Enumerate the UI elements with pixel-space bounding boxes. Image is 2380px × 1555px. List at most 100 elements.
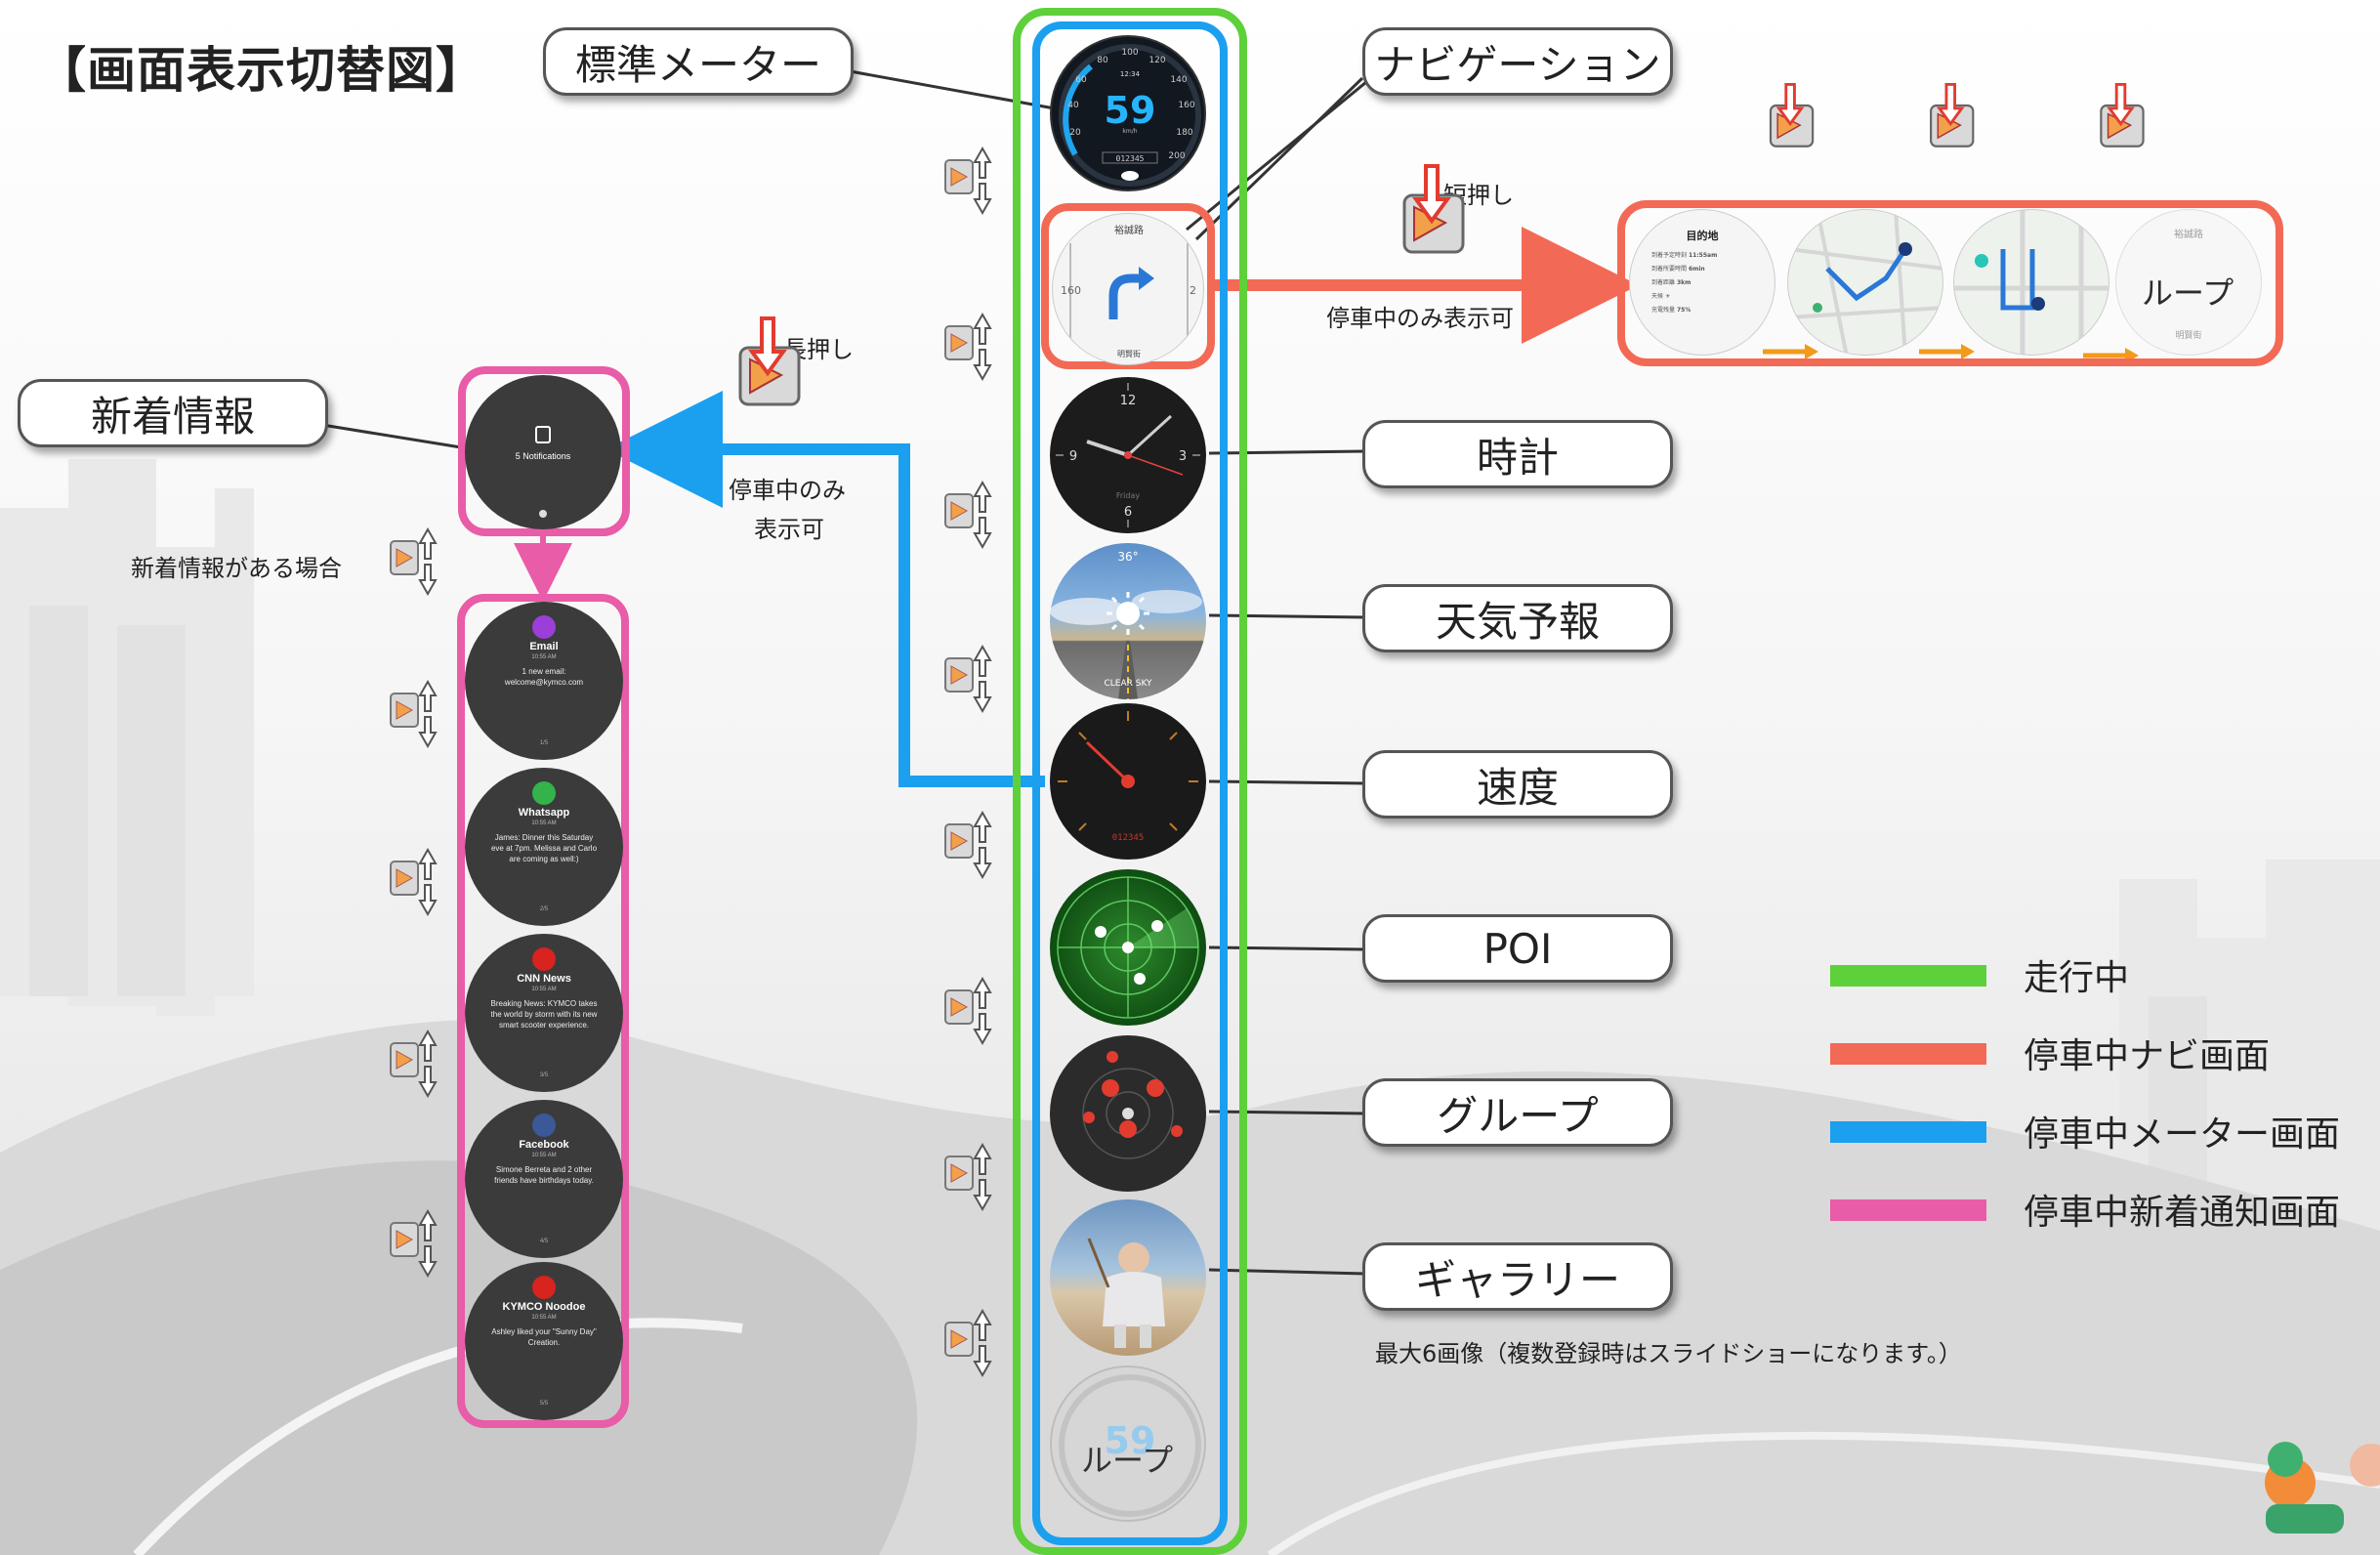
dial-poi[interactable] bbox=[1050, 869, 1206, 1026]
clock-day: Friday bbox=[1116, 491, 1141, 500]
nav-detail-map-2[interactable] bbox=[1953, 209, 2109, 356]
nav-street-top: 裕誠路 bbox=[1114, 224, 1144, 236]
nav-detail-loop: 裕誠路 ループ 明賢街 bbox=[2115, 209, 2262, 356]
notification-page: 4/5 bbox=[539, 1239, 549, 1244]
frame-notification-list bbox=[457, 594, 629, 1428]
notification-card[interactable]: Whatsapp 10:55 AM James: Dinner this Sat… bbox=[465, 768, 623, 926]
group-graphic bbox=[1082, 1051, 1183, 1159]
new-info-summary[interactable]: 5 Notifications bbox=[465, 375, 621, 529]
swipe-icons-main bbox=[944, 147, 991, 1376]
clock-face: 12 3 6 9 Friday bbox=[1056, 383, 1200, 527]
nav-right-num: 2 bbox=[1190, 284, 1196, 297]
legend-label-driving: 走行中 bbox=[2024, 958, 2130, 998]
meter-tick: 160 bbox=[1178, 101, 1194, 110]
dial-weather[interactable]: 36° CLEAR SKY bbox=[1050, 543, 1206, 699]
notification-page: 5/5 bbox=[539, 1401, 549, 1407]
nav-detail-map-1[interactable] bbox=[1787, 209, 1943, 356]
notification-body: 1 new email: welcome@kymco.com bbox=[504, 667, 584, 687]
notifications-count: 5 Notifications bbox=[515, 451, 571, 461]
speed-gauge-graphic: 012345 bbox=[1058, 711, 1198, 843]
page-title: 【画面表示切替図】 bbox=[37, 42, 485, 99]
label-nav-parked-only: 停車中のみ表示可 bbox=[1326, 305, 1514, 332]
label-long-press: 長押し bbox=[783, 336, 854, 363]
legend-label-parked-notice: 停車中新着通知画面 bbox=[2024, 1193, 2341, 1233]
legend-label-parked-meter: 停車中メーター画面 bbox=[2024, 1114, 2341, 1155]
notification-body: Breaking News: KYMCO takes the world by … bbox=[490, 999, 598, 1030]
notification-app: KYMCO Noodoe bbox=[502, 1301, 586, 1313]
dial-group[interactable] bbox=[1050, 1035, 1206, 1192]
notification-app: Email bbox=[529, 641, 559, 652]
dial-loop-meter: 59 ループ bbox=[1050, 1366, 1206, 1522]
callout-new-info: 新着情報 bbox=[18, 379, 328, 447]
page-dot bbox=[539, 510, 547, 518]
meter-odo: 012345 bbox=[1116, 154, 1145, 163]
callout-gallery: ギャラリー bbox=[1362, 1242, 1673, 1311]
notification-page: 2/5 bbox=[539, 906, 549, 912]
meter-tick: 200 bbox=[1168, 151, 1185, 161]
notification-body: James: Dinner this Saturday eve at 7pm. … bbox=[490, 833, 598, 863]
callout-standard-meter: 標準メーター bbox=[543, 27, 854, 96]
notification-body: Simone Berreta and 2 other friends have … bbox=[494, 1165, 594, 1185]
notification-app: Facebook bbox=[519, 1139, 569, 1151]
callout-group: グループ bbox=[1362, 1078, 1673, 1147]
notification-card[interactable]: CNN News 10:55 AM Breaking News: KYMCO t… bbox=[465, 934, 623, 1092]
callout-speed: 速度 bbox=[1362, 750, 1673, 819]
meter-speed: 59 bbox=[1105, 89, 1156, 132]
callout-clock: 時計 bbox=[1362, 420, 1673, 488]
clock-num-3: 3 bbox=[1179, 449, 1187, 464]
loop-bottom-street: 明賢街 bbox=[2175, 331, 2202, 341]
meter-unit: km/h bbox=[1122, 128, 1137, 135]
meter-tick: 180 bbox=[1176, 128, 1192, 138]
notification-body: Ashley liked your "Sunny Day" Creation. bbox=[491, 1327, 597, 1347]
callout-poi: POI bbox=[1362, 914, 1673, 983]
loop-top-street: 裕誠路 bbox=[2174, 230, 2203, 240]
meter-tick: 140 bbox=[1170, 75, 1187, 85]
clock-num-12: 12 bbox=[1120, 394, 1137, 408]
loop-meter-graphic: 59 bbox=[1059, 1374, 1201, 1517]
meter-tick: 80 bbox=[1097, 56, 1108, 65]
speed-odo: 012345 bbox=[1112, 833, 1145, 843]
meter-tick: 120 bbox=[1148, 56, 1165, 65]
notification-app: Whatsapp bbox=[518, 807, 570, 819]
dial-clock[interactable]: 12 3 6 9 Friday bbox=[1050, 377, 1206, 533]
notification-card[interactable]: Facebook 10:55 AM Simone Berreta and 2 o… bbox=[465, 1100, 623, 1258]
notification-time: 10:55 AM bbox=[531, 1153, 557, 1158]
legend-label-parked-nav: 停車中ナビ画面 bbox=[2024, 1036, 2271, 1076]
facebook-app-icon bbox=[532, 1114, 556, 1137]
weather-graphic: 36° CLEAR SKY bbox=[1050, 550, 1202, 699]
poi-radar bbox=[1057, 876, 1199, 1019]
dial-gallery[interactable] bbox=[1050, 1199, 1206, 1356]
kymco-app-icon bbox=[532, 1276, 556, 1299]
loop-label-bottom: ループ bbox=[1081, 1442, 1174, 1479]
notification-bell-icon bbox=[535, 426, 551, 443]
notification-app: CNN News bbox=[517, 973, 571, 985]
callout-weather: 天気予報 bbox=[1362, 584, 1673, 652]
email-app-icon bbox=[532, 615, 556, 639]
meter-tick: 60 bbox=[1075, 75, 1087, 85]
dial-standard-meter[interactable]: 20 40 60 80 100 120 140 160 180 200 12:3… bbox=[1050, 35, 1206, 191]
nav-detail-row: 天候 ☀ bbox=[1651, 293, 1671, 300]
map-graphic-2 bbox=[1954, 210, 2109, 355]
label-if-new-info: 新着情報がある場合 bbox=[131, 555, 342, 582]
notification-time: 10:55 AM bbox=[531, 654, 557, 660]
legend-swatch-parked-nav bbox=[1830, 1043, 1986, 1065]
clock-num-9: 9 bbox=[1069, 449, 1077, 464]
label-short-press: 短押し bbox=[1443, 182, 1514, 209]
dial-speed[interactable]: 012345 bbox=[1050, 703, 1206, 860]
weather-condition: CLEAR SKY bbox=[1104, 679, 1152, 689]
nav-detail-row: 到着予定時刻 11:55am bbox=[1651, 252, 1718, 259]
loop-meter-speed: 59 bbox=[1105, 1419, 1156, 1462]
loop-label-nav: ループ bbox=[2142, 274, 2234, 312]
nav-detail-destination[interactable]: 目的地 到着予定時刻 11:55am 到着所要時間 6min 到着距離 3km … bbox=[1629, 209, 1775, 356]
callout-navigation: ナビゲーション bbox=[1362, 27, 1673, 96]
frame-nav-detail bbox=[1617, 200, 2283, 366]
nav-graphic: 裕誠路 明賢街 160 2 bbox=[1061, 224, 1196, 358]
meter-tick: 20 bbox=[1069, 128, 1081, 138]
label-gallery-note: 最大6画像（複数登録時はスライドショーになります。） bbox=[1375, 1340, 1962, 1367]
dial-navigation[interactable]: 裕誠路 明賢街 160 2 bbox=[1052, 213, 1204, 365]
nav-detail-title: 目的地 bbox=[1686, 230, 1719, 242]
frame-driving bbox=[1013, 8, 1247, 1555]
notification-card[interactable]: KYMCO Noodoe 10:55 AM Ashley liked your … bbox=[465, 1262, 623, 1420]
notification-card[interactable]: Email 10:55 AM 1 new email: welcome@kymc… bbox=[465, 602, 623, 760]
notification-time: 10:55 AM bbox=[531, 820, 557, 826]
